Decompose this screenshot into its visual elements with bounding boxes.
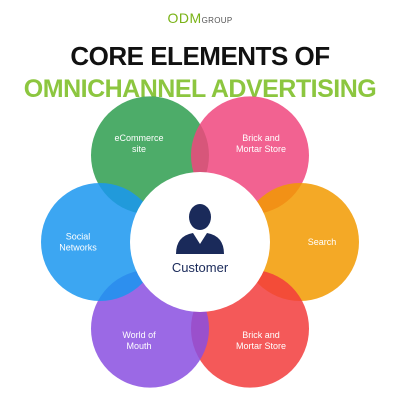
petal-label-line: Mortar Store: [236, 144, 286, 154]
title-line-2: OMNICHANNEL ADVERTISING: [23, 75, 377, 103]
petal-label-line: eCommerce: [114, 133, 163, 143]
petal-label-line: World of: [122, 330, 156, 340]
petal-label-line: Search: [308, 237, 337, 247]
petal-label-3: Search: [308, 237, 337, 247]
petal-label-line: Networks: [59, 243, 97, 253]
person-icon: [176, 204, 224, 254]
petal-label-line: Brick and: [242, 133, 280, 143]
center-label: Customer: [172, 260, 229, 275]
logo-main-text: ODM: [167, 10, 202, 26]
petal-label-line: site: [132, 144, 146, 154]
logo: ODMGROUP: [0, 10, 400, 28]
petal-label-line: Social: [66, 232, 91, 242]
petal-label-line: Mortar Store: [236, 341, 286, 351]
center-circle: [130, 172, 270, 312]
petal-label-line: Brick and: [242, 330, 280, 340]
petal-circle-3: [241, 183, 359, 301]
petal-label-line: Mouth: [126, 341, 151, 351]
title-line-1: CORE ELEMENTS OF: [70, 41, 330, 71]
petal-circle-6: [41, 183, 159, 301]
logo-sub-text: GROUP: [201, 16, 233, 25]
